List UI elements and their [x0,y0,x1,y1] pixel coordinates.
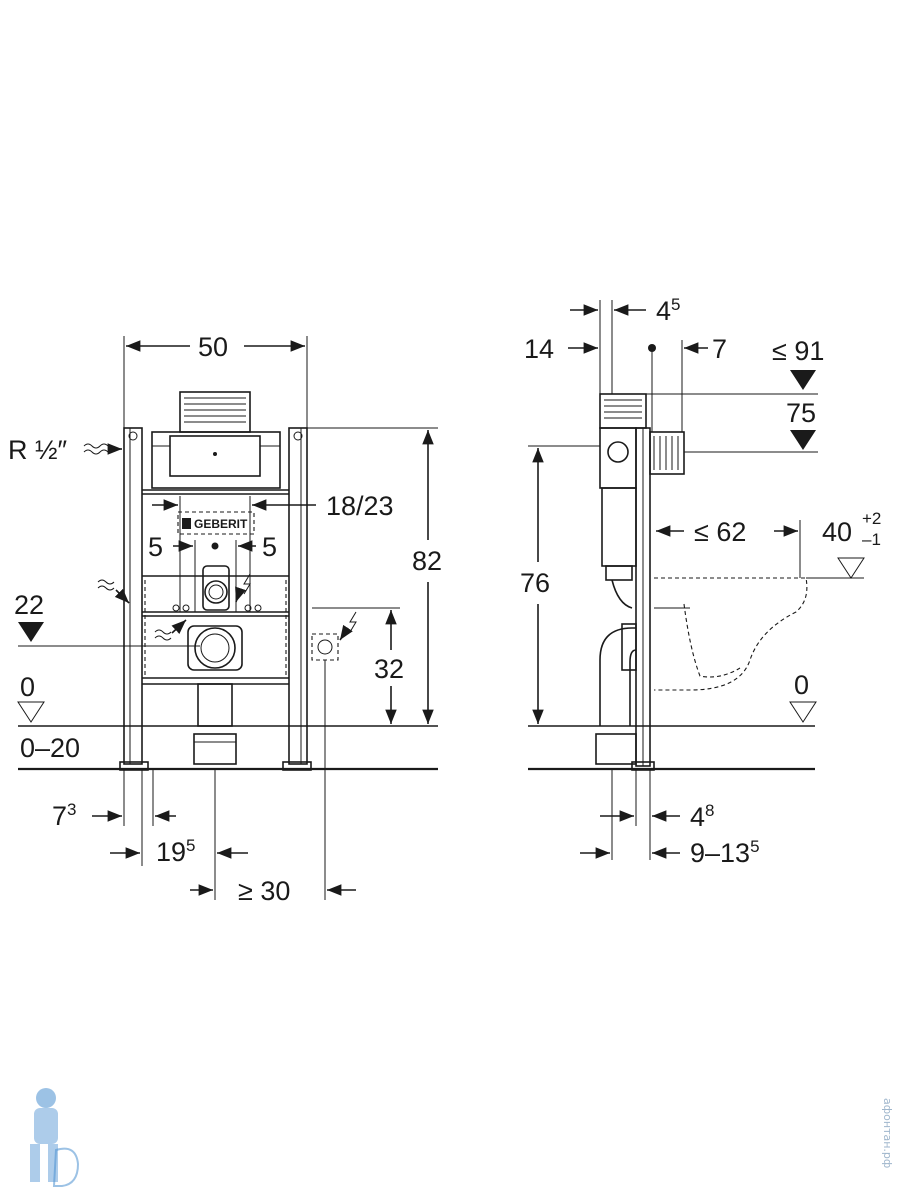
dim-height-socket: 32 [374,654,404,684]
front-view: GEBERIT [8,332,442,906]
level-marker-max [790,370,816,390]
level-supply: 22 [14,590,44,620]
dim-wall-range: 9–135 [690,837,760,868]
wc-bowl [654,577,808,691]
dim-offset-right: 5 [262,532,277,562]
side-level-marker-floor [789,701,817,723]
level-marker-75 [790,430,816,450]
watermark-text: афонтан.рф [881,1098,894,1168]
dim-projection: ≤ 62 [694,517,746,547]
mascot-logo [30,1088,80,1187]
dim-pipe-offset: 195 [156,836,196,867]
level-marker-seat [837,557,865,579]
flush-bend [172,565,262,612]
level-marker-open [17,701,45,723]
level-max: ≤ 91 [772,336,824,366]
label-connection: R ½″ [8,435,68,465]
side-drain-pipe [595,623,637,765]
side-cistern [599,393,685,609]
dim-depth-14: 14 [524,334,554,364]
center-mark [211,542,219,550]
brand-logo: GEBERIT [194,517,248,531]
dim-top-offset: 45 [656,295,681,326]
dim-depth-7: 7 [712,334,727,364]
dim-seat-tol-plus: +2 [862,509,881,528]
dim-socket-distance: ≥ 30 [238,876,290,906]
dim-frame-offset: 73 [52,800,77,831]
level-marker-filled [18,622,44,642]
water-symbol-icon [83,443,172,641]
side-level-floor: 0 [794,670,809,700]
dim-offset-left: 5 [148,532,163,562]
level-floor: 0 [20,672,35,702]
drain-socket [187,625,243,765]
frame [119,427,312,771]
dim-width: 50 [198,332,228,362]
cistern [151,391,281,489]
electric-symbol-icon [243,573,357,633]
dim-seat-tol-minus: –1 [862,530,881,549]
brand-plate [177,511,255,535]
dim-bottom-offset: 48 [690,801,715,832]
level-floor-range: 0–20 [20,733,80,763]
level-75: 75 [786,398,816,428]
electric-box [311,633,339,661]
dim-seat-height: 40 [822,517,852,547]
dim-height-76: 76 [520,568,550,598]
side-view: 45 14 7 ≤ 91 75 76 ≤ 62 40 +2 –1 0 [520,295,881,868]
dim-height-total: 82 [412,546,442,576]
dim-spacing: 18/23 [326,491,394,521]
